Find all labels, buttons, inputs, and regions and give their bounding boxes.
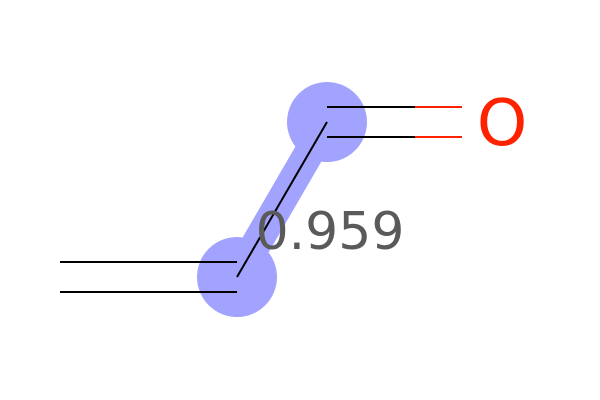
atom-label-oxygen: O (477, 87, 527, 161)
bond-layer (60, 106, 462, 293)
bond-c1-c2 (236, 121, 328, 278)
score-value: 0.959 (256, 202, 405, 262)
